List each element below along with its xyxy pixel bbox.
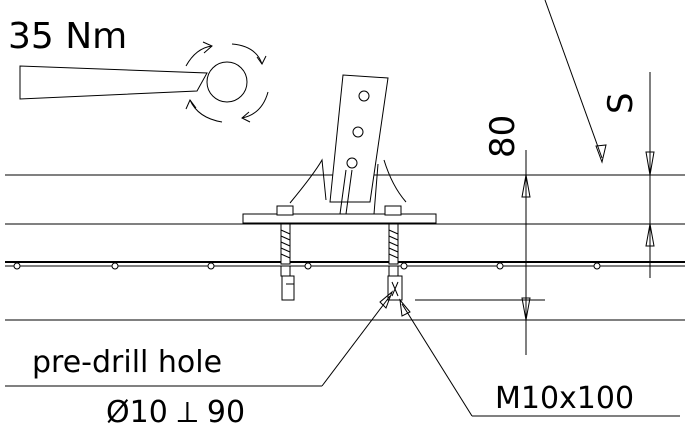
leader-arrow-top: [544, 0, 607, 164]
rail-hole: [496, 262, 504, 270]
wrench-icon: [19, 61, 248, 103]
dimension-s: [645, 72, 655, 278]
base-plate: [242, 213, 437, 224]
bolt-label: M10x100: [495, 381, 634, 416]
bolt-leader: [399, 298, 680, 417]
rotation-arrows-icon: [185, 41, 269, 123]
rail-hole: [13, 262, 21, 270]
rail-hole: [111, 262, 119, 270]
rail-hole: [304, 262, 312, 270]
nut-right: [384, 205, 402, 216]
rail: [5, 261, 685, 270]
predrill-label: pre-drill hole: [32, 345, 222, 380]
rail-hole: [207, 262, 215, 270]
nut-left: [276, 205, 294, 216]
dimension-s-label: S: [601, 92, 641, 114]
dimension-80: [415, 150, 545, 355]
predrill-leader: [5, 290, 394, 387]
rail-hole: [593, 262, 601, 270]
mounting-bracket: [289, 74, 407, 215]
dimension-80-label: 80: [483, 115, 523, 158]
anchor-bolt-icon: [280, 223, 295, 301]
rail-hole: [400, 262, 408, 270]
drill-spec-label: Ø10 ⟂ 90: [106, 395, 245, 430]
torque-label: 35 Nm: [8, 16, 127, 57]
